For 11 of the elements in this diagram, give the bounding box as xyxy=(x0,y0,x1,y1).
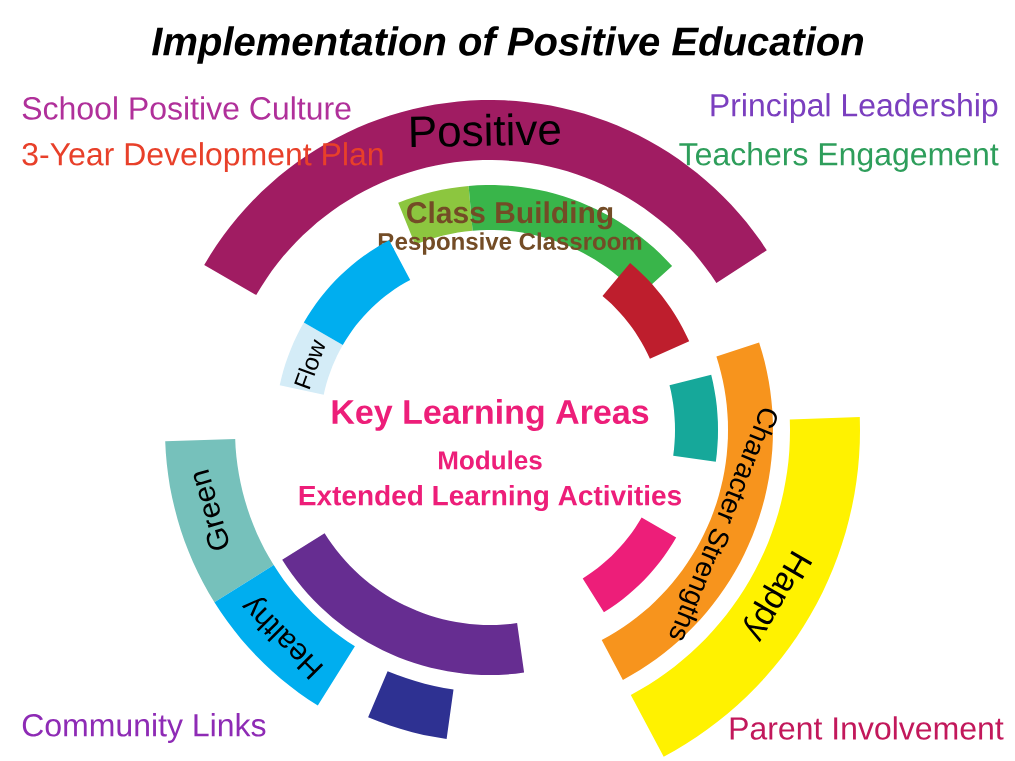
arc-band xyxy=(602,263,690,359)
center-heading: Modules xyxy=(439,450,542,470)
arc-band xyxy=(669,374,718,462)
title: Implementation of Positive Education xyxy=(152,26,864,64)
corner-label: School Positive Culture xyxy=(22,96,351,120)
corner-label: Community Links xyxy=(22,713,266,743)
corner-label: 3-Year Development Plan xyxy=(22,142,383,172)
arc-band xyxy=(368,671,454,739)
corner-label: Teachers Engagement xyxy=(679,142,999,172)
node-label: Flow xyxy=(294,339,326,390)
corner-label: Principal Leadership xyxy=(711,93,998,123)
